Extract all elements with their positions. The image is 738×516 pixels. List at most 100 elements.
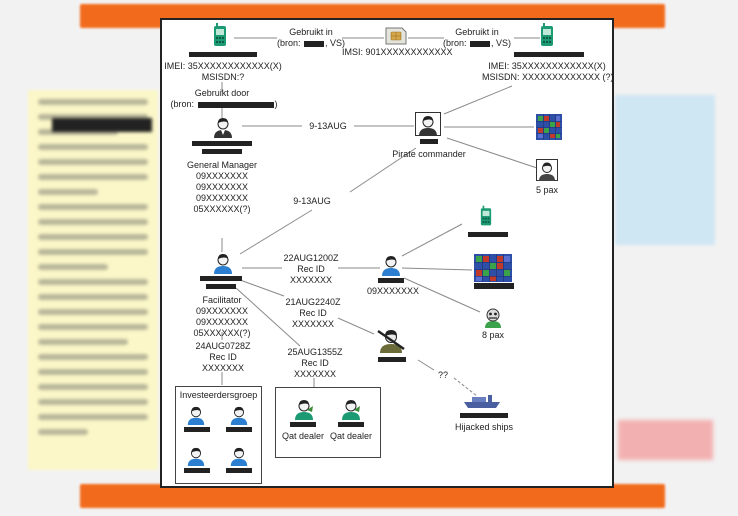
link-middle-grid [401,267,473,271]
facilitator-title: Facilitator [202,295,242,305]
redacted-name [184,468,210,473]
gm-number: 05XXXXXX(?) [193,204,251,214]
used-in-source-left: (bron: , VS) [276,38,346,48]
redacted-name [192,141,252,146]
sim-imsi: IMSI: 901XXXXXXXXXXXX [342,47,453,57]
redacted-name [378,357,406,362]
link-date: 25AUG1355Z [287,347,343,357]
redacted-name [226,427,252,432]
pirate-commander-photo-icon [415,112,441,136]
link-soldier-unknown [417,359,435,371]
pirate-facilitator-link-date: 9-13AUG [293,196,331,206]
link-rec-id-value: XXXXXXX [289,275,333,285]
link-fac-l2 [239,279,285,297]
background-orange-footer-bar [80,484,665,508]
link-fac-l3 [235,287,301,347]
link-rec-id-value: XXXXXXX [291,319,335,329]
mobile-phone-icon [214,23,226,46]
person-blue-shirt-icon [187,406,205,425]
person-blue-shirt-icon [230,447,248,466]
link-middle-8pax [403,277,481,313]
facilitator-number: 09XXXXXXX [195,306,249,316]
gm-number: 09XXXXXXX [195,171,249,181]
right-phone-imei: IMEI: 35XXXXXXXXXXXX(X) [488,61,606,71]
unknown-link-label: ?? [437,370,448,380]
redaction [470,40,490,47]
background-redaction [52,118,152,132]
person-blue-shirt-icon [214,254,232,274]
qat-dealer-label: Qat dealer [329,431,373,441]
investors-group-box [175,386,262,484]
used-in-source-right: (bron: , VS) [442,38,512,48]
investors-group-title: Investeerdersgroep [179,390,258,400]
qat-dealer-icon [295,400,313,420]
phone-records-grid-icon [474,254,512,282]
group-photo-icon [536,159,558,181]
left-phone-imei: IMEI: 35XXXXXXXXXXXX(X) [164,61,282,71]
masked-person-icon [485,308,501,328]
right-phone-msisdn: MSISDN: XXXXXXXXXXXXX (?) [482,72,614,82]
link-middle-phone [401,223,463,257]
used-in-label-right: Gebruikt in [455,27,499,37]
person-suit-icon [214,118,232,138]
link-pirate-date [349,147,417,193]
link-date: 22AUG1200Z [283,253,339,263]
link-pirate-5pax [446,137,538,169]
gm-pirate-link-date: 9-13AUG [309,121,347,131]
armed-pirate-icon [377,330,405,353]
gm-number: 09XXXXXXX [195,182,249,192]
mobile-phone-icon [480,205,492,226]
qat-dealer-label: Qat dealer [281,431,325,441]
phone-records-grid-icon [536,114,562,140]
network-diagram-panel: IMEI: 35XXXXXXXXXXXX(X) MSISDN:? Gebruik… [160,18,614,488]
eight-pax-label: 8 pax [481,330,505,340]
redacted-label [468,232,508,237]
gm-number: 09XXXXXXX [195,193,249,203]
redacted-name [338,422,364,427]
five-pax-label: 5 pax [535,185,559,195]
diagram-connector-lines [195,37,540,445]
facilitator-number: 09XXXXXXX [195,317,249,327]
background-map [615,95,715,245]
redaction [304,40,324,47]
hijacked-ships-label: Hijacked ships [454,422,514,432]
link-rec-id-label: Rec ID [297,264,325,274]
sim-card-icon [385,27,407,45]
gm-title: General Manager [186,160,258,170]
link-right-phone-pirate [443,85,513,115]
redacted-name [378,278,404,283]
redacted-phone-label [189,52,257,57]
person-blue-shirt-icon [230,406,248,425]
used-in-label-left: Gebruikt in [289,27,333,37]
person-blue-shirt-icon [187,447,205,466]
link-rec-id-label: Rec ID [299,308,327,318]
redacted-name [206,284,236,289]
link-date: 21AUG2240Z [285,297,341,307]
link-rec-id-label: Rec ID [301,358,329,368]
redacted-name [226,468,252,473]
link-date: 24AUG0728Z [195,341,251,351]
facilitator-number: 05XXXXXX(?) [193,328,251,338]
pirate-commander-title: Pirate commander [392,149,466,159]
redacted-name [202,149,242,154]
qat-dealer-icon [342,400,360,420]
left-phone-msisdn: MSISDN:? [201,72,245,82]
redacted-label [460,413,508,418]
redacted-name [420,139,438,144]
mobile-phone-icon [541,23,553,46]
redacted-phone-label [514,52,584,57]
link-l2-soldier [337,317,375,335]
background-document [28,90,158,470]
link-date-facilitator [239,209,313,255]
redaction [197,101,274,108]
link-rec-id-value: XXXXXXX [293,369,337,379]
background-red-block [618,420,713,460]
link-rec-id-value: XXXXXXX [201,363,245,373]
link-rec-id-label: Rec ID [209,352,237,362]
person-blue-shirt-icon [382,256,400,276]
redacted-name [200,276,242,281]
redacted-label [474,283,514,289]
redacted-name [184,427,210,432]
used-by-label: Gebruikt door [194,88,250,98]
